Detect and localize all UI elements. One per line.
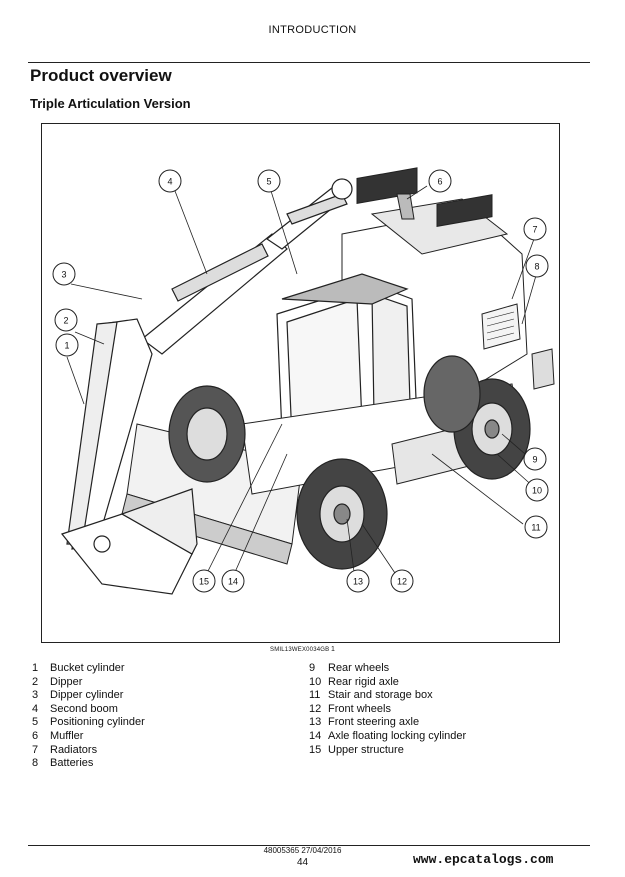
svg-text:9: 9 bbox=[532, 455, 537, 465]
svg-text:5: 5 bbox=[266, 177, 271, 187]
legend-number: 9 bbox=[309, 662, 316, 674]
legend-label: Axle floating locking cylinder bbox=[328, 729, 467, 742]
callout-8: 8 bbox=[525, 254, 549, 278]
svg-text:3: 3 bbox=[61, 270, 66, 280]
callout-10: 10 bbox=[525, 478, 549, 502]
legend-label: Second boom bbox=[50, 702, 118, 715]
svg-text:11: 11 bbox=[531, 523, 540, 533]
legend-item: 9 Rear wheels bbox=[309, 662, 466, 676]
callout-4: 4 bbox=[158, 169, 182, 193]
callout-14: 14 bbox=[221, 569, 245, 593]
legend-item: 5 Positioning cylinder bbox=[32, 716, 145, 730]
legend-item: 4 Second boom bbox=[32, 703, 145, 717]
svg-text:14: 14 bbox=[228, 577, 238, 587]
legend-label: Dipper cylinder bbox=[50, 689, 124, 702]
page-title: Product overview bbox=[30, 66, 172, 85]
legend-number: 8 bbox=[32, 757, 39, 770]
svg-text:2: 2 bbox=[63, 316, 68, 326]
page-subtitle: Triple Articulation Version bbox=[30, 96, 191, 111]
legend-label: Radiators bbox=[50, 743, 98, 756]
svg-text:6: 6 bbox=[437, 177, 442, 187]
legend-number: 3 bbox=[32, 689, 39, 702]
legend-item: 14 Axle floating locking cylinder bbox=[309, 730, 466, 744]
legend-label: Rear wheels bbox=[328, 662, 390, 674]
svg-text:7: 7 bbox=[532, 225, 537, 235]
callout-7: 7 bbox=[523, 217, 547, 241]
callout-12: 12 bbox=[390, 569, 414, 593]
legend-label: Rear rigid axle bbox=[328, 675, 399, 688]
svg-text:4: 4 bbox=[167, 177, 172, 187]
svg-text:1: 1 bbox=[64, 341, 69, 351]
legend-label: Dipper bbox=[50, 675, 83, 688]
legend-item: 1 Bucket cylinder bbox=[32, 662, 145, 676]
legend-number: 14 bbox=[309, 729, 322, 742]
legend-label: Muffler bbox=[50, 729, 84, 742]
figure-id: SMIL13WEX0034GB bbox=[270, 647, 330, 653]
legend-number: 4 bbox=[32, 702, 39, 715]
boom-drawing bbox=[60, 178, 353, 595]
callout-1: 1 bbox=[55, 333, 79, 357]
legend-label: Bucket cylinder bbox=[50, 662, 125, 674]
legend-label: Stair and storage box bbox=[328, 689, 433, 702]
legend-item: 10 Rear rigid axle bbox=[309, 676, 466, 690]
legend-item: 6 Muffler bbox=[32, 730, 145, 744]
callout-11: 11 bbox=[524, 515, 548, 539]
page-number: 44 bbox=[296, 857, 309, 868]
legend-item: 15 Upper structure bbox=[309, 744, 466, 758]
legend-number: 5 bbox=[32, 716, 39, 729]
callout-5: 5 bbox=[257, 169, 281, 193]
legend-left: 1 Bucket cylinder 2 Dipper 3 Dipper cylinde… bbox=[32, 662, 145, 771]
callout-2: 2 bbox=[54, 308, 78, 332]
callout-3: 3 bbox=[52, 262, 76, 286]
wheels-drawing bbox=[168, 355, 531, 570]
figure-number: 1 bbox=[331, 646, 335, 653]
svg-text:13: 13 bbox=[353, 577, 363, 587]
legend-item: 8 Batteries bbox=[32, 757, 145, 771]
legend-item: 13 Front steering axle bbox=[309, 716, 466, 730]
legend-number: 1 bbox=[32, 662, 39, 674]
legend-label: Batteries bbox=[50, 757, 94, 770]
legend-label: Positioning cylinder bbox=[50, 716, 145, 729]
legend-label: Upper structure bbox=[328, 743, 404, 756]
callout-6: 6 bbox=[428, 169, 452, 193]
callout-9: 9 bbox=[523, 447, 547, 471]
svg-text:12: 12 bbox=[397, 577, 407, 587]
legend-number: 13 bbox=[309, 716, 322, 729]
legend-number: 10 bbox=[309, 675, 322, 688]
svg-text:15: 15 bbox=[199, 577, 209, 587]
website-watermark: www.epcatalogs.com bbox=[413, 852, 554, 867]
svg-text:8: 8 bbox=[534, 262, 539, 272]
legend-number: 12 bbox=[309, 702, 322, 715]
legend-number: 2 bbox=[32, 675, 39, 688]
callout-13: 13 bbox=[346, 569, 370, 593]
header-rule bbox=[28, 62, 590, 63]
excavator-figure: 1 2 3 4 5 6 7 8 9 10 11 12 13 14 15 bbox=[41, 123, 560, 643]
svg-text:10: 10 bbox=[532, 486, 542, 496]
legend-label: Front wheels bbox=[328, 702, 391, 715]
excavator-illustration: 1 2 3 4 5 6 7 8 9 10 11 12 13 14 15 bbox=[52, 167, 555, 595]
legend-number: 11 bbox=[309, 689, 321, 702]
legend-right: 9 Rear wheels 10 Rear rigid axle 11 Stair a… bbox=[309, 662, 466, 757]
legend-item: 7 Radiators bbox=[32, 744, 145, 758]
document-reference: 48005365 27/04/2016 bbox=[263, 846, 342, 855]
legend-number: 15 bbox=[309, 743, 322, 756]
legend-label: Front steering axle bbox=[328, 716, 420, 729]
footer-rule bbox=[28, 845, 590, 846]
legend-number: 7 bbox=[32, 743, 39, 756]
legend-number: 6 bbox=[32, 729, 39, 742]
callout-15: 15 bbox=[192, 569, 216, 593]
legend-item: 11 Stair and storage box bbox=[309, 689, 466, 703]
legend-item: 2 Dipper bbox=[32, 676, 145, 690]
section-header: INTRODUCTION bbox=[268, 24, 357, 36]
legend-item: 12 Front wheels bbox=[309, 703, 466, 717]
legend-item: 3 Dipper cylinder bbox=[32, 689, 145, 703]
